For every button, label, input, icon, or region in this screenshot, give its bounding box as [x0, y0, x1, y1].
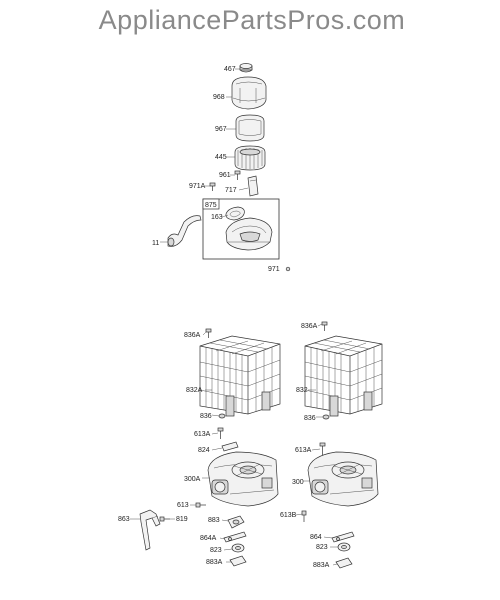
part-836-screw-right-drawing[interactable]	[322, 414, 330, 420]
part-label-968[interactable]: 968	[213, 94, 225, 101]
part-label-836-left[interactable]: 836	[200, 413, 212, 420]
part-label-823-left[interactable]: 823	[210, 547, 222, 554]
part-819-screw-drawing[interactable]	[159, 516, 170, 522]
part-label-883[interactable]: 883	[208, 517, 220, 524]
part-label-863[interactable]: 863	[118, 516, 130, 523]
part-832A-guard-drawing[interactable]	[199, 335, 281, 417]
part-label-832A[interactable]: 832A	[186, 387, 203, 394]
part-836A-screw-right-drawing[interactable]	[321, 321, 328, 331]
part-961-screw-drawing[interactable]	[234, 170, 241, 180]
part-label-613B[interactable]: 613B	[280, 512, 297, 519]
part-875-kit-box	[202, 198, 280, 260]
bottom-leader-lines	[130, 323, 338, 566]
part-label-467[interactable]: 467	[224, 66, 236, 73]
part-label-300A[interactable]: 300A	[184, 476, 201, 483]
part-label-11[interactable]: 11	[152, 240, 159, 247]
part-label-717[interactable]: 717	[225, 187, 237, 194]
part-label-883A-left[interactable]: 883A	[206, 559, 223, 566]
part-445-filter-drawing[interactable]	[234, 145, 266, 171]
part-label-967[interactable]: 967	[215, 126, 227, 133]
part-label-971[interactable]: 971	[268, 266, 280, 273]
air-cleaner-leader-lines	[160, 68, 249, 243]
part-863-bracket-drawing[interactable]	[139, 509, 161, 551]
part-971A-screw-drawing[interactable]	[209, 182, 216, 191]
part-label-971A[interactable]: 971A	[189, 183, 206, 190]
part-label-875[interactable]: 875	[205, 202, 217, 209]
part-613A-screw-right-drawing[interactable]	[319, 442, 326, 455]
part-823-pulley-right-drawing[interactable]	[337, 542, 351, 552]
part-824-clip-drawing[interactable]	[221, 441, 239, 452]
part-labels: 467 968 967 445 961 971A 717 875 163 11 …	[118, 66, 330, 569]
part-467-nut-drawing[interactable]	[239, 63, 253, 73]
part-label-875-frame	[202, 198, 220, 210]
part-label-613[interactable]: 613	[177, 502, 189, 509]
watermark-text: AppliancePartsPros.com	[99, 5, 406, 35]
air-cleaner-assembly	[160, 63, 291, 272]
part-11-tube-drawing[interactable]	[167, 215, 202, 247]
part-label-864[interactable]: 864	[310, 534, 322, 541]
part-label-864A[interactable]: 864A	[200, 535, 217, 542]
part-971-screw-drawing[interactable]	[285, 266, 291, 272]
part-label-836-right[interactable]: 836	[304, 415, 316, 422]
part-613B-screw-drawing[interactable]	[301, 510, 307, 522]
part-label-824[interactable]: 824	[198, 447, 210, 454]
part-label-445[interactable]: 445	[215, 154, 227, 161]
part-883-bracket-drawing[interactable]	[227, 515, 245, 529]
part-832-guard-drawing[interactable]	[304, 335, 383, 417]
part-label-300[interactable]: 300	[292, 479, 304, 486]
part-label-961[interactable]: 961	[219, 172, 231, 179]
part-613-screw-drawing[interactable]	[195, 502, 206, 508]
part-883A-clip-left-drawing[interactable]	[229, 555, 247, 567]
part-label-836A-right[interactable]: 836A	[301, 323, 318, 330]
part-836-screw-left-drawing[interactable]	[218, 413, 226, 419]
part-864-link-drawing[interactable]	[331, 531, 355, 543]
part-label-613A-left[interactable]: 613A	[194, 431, 211, 438]
part-label-883A-right[interactable]: 883A	[313, 562, 330, 569]
part-967-precleaner-drawing[interactable]	[235, 114, 265, 142]
part-968-cover-drawing[interactable]	[231, 76, 267, 110]
part-label-836A-left[interactable]: 836A	[184, 332, 201, 339]
part-836A-screw-left-drawing[interactable]	[205, 328, 212, 338]
part-823-pulley-left-drawing[interactable]	[231, 543, 245, 553]
part-label-163[interactable]: 163	[211, 214, 223, 221]
part-717-bracket-drawing[interactable]	[247, 175, 259, 197]
part-label-613A-right[interactable]: 613A	[295, 447, 312, 454]
part-883A-clip-right-drawing[interactable]	[335, 557, 353, 569]
part-300A-housing-drawing[interactable]	[207, 451, 279, 507]
part-label-823-right[interactable]: 823	[316, 544, 328, 551]
part-label-819[interactable]: 819	[176, 516, 188, 523]
part-864A-link-drawing[interactable]	[223, 531, 247, 543]
part-label-832[interactable]: 832	[296, 387, 308, 394]
air-cleaner-base-drawing[interactable]	[225, 217, 273, 251]
part-163-gasket-drawing[interactable]	[225, 206, 245, 221]
part-613A-screw-left-drawing[interactable]	[217, 427, 224, 439]
part-300-housing-drawing[interactable]	[307, 451, 379, 507]
